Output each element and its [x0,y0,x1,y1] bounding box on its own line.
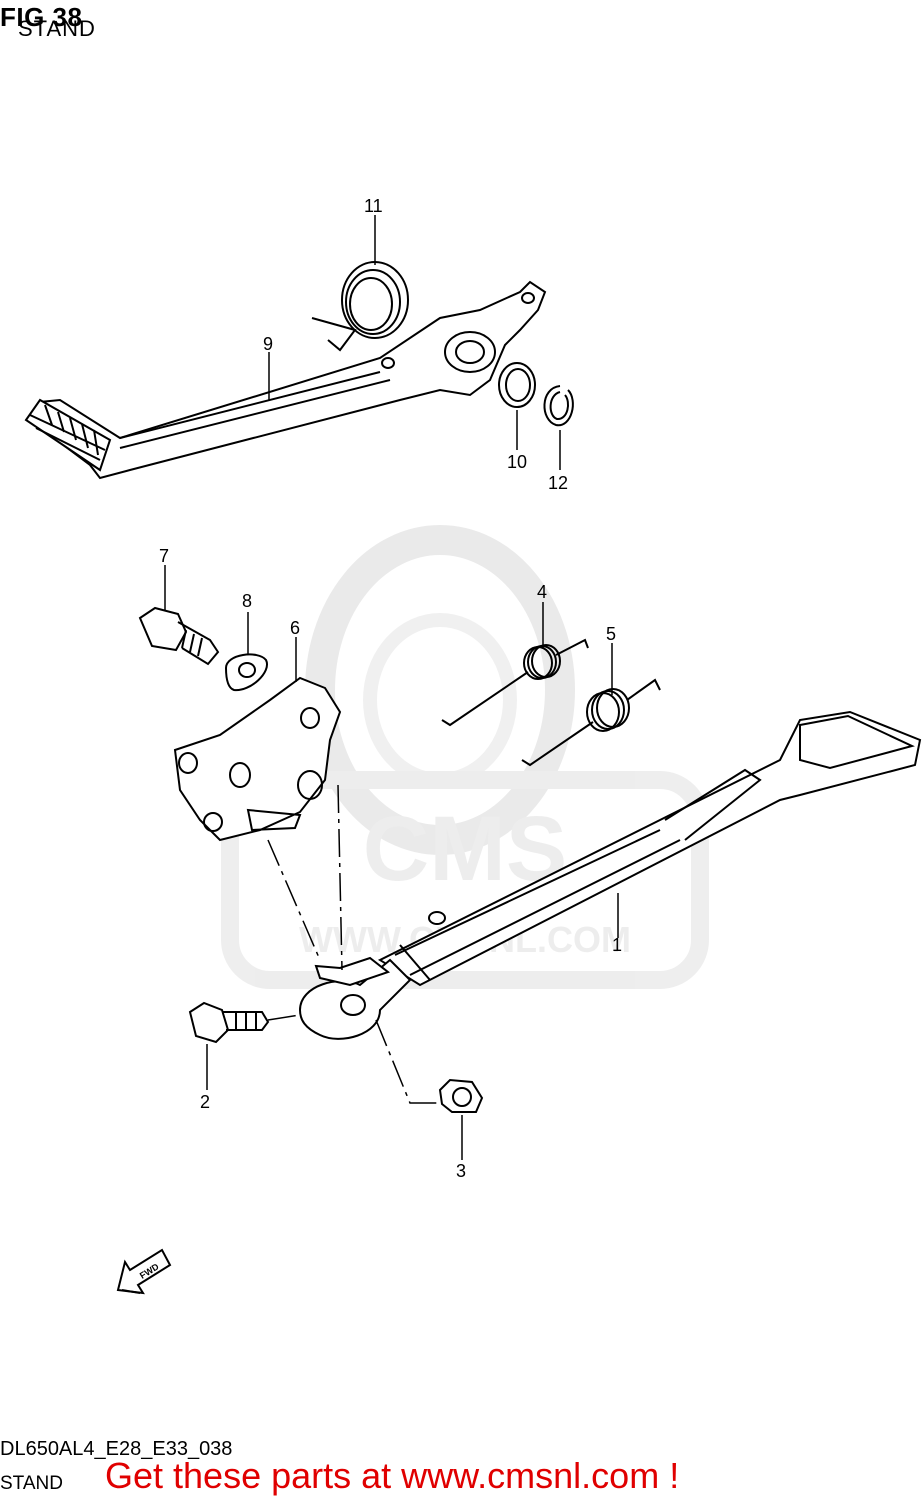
stand-bracket-part [173,676,342,842]
callout-11: 11 [364,196,383,216]
promo-link[interactable]: Get these parts at www.cmsnl.com ! [105,1455,680,1496]
leader-lines [164,215,619,1160]
washer-part [498,362,536,408]
nut-part [438,1078,484,1113]
bolt-part [138,606,220,666]
circlip-part [543,385,574,427]
watermark: CMS WWW.CMSNL.COM [221,525,709,989]
assembly-lines [267,784,440,1104]
stand-spring-inner-part [441,638,589,727]
callout-1: 1 [612,935,622,955]
brake-pedal-part [24,280,547,480]
callout-8: 8 [242,591,252,611]
watermark-helmet-icon [305,525,575,855]
callout-6: 6 [290,618,300,638]
footer-label: STAND [0,1473,63,1494]
callout-5: 5 [606,624,616,644]
callout-12: 12 [548,473,568,493]
side-stand-part [298,710,922,1040]
figure-title: FIG 38 [0,2,83,32]
callout-4: 4 [537,582,547,602]
callout-labels: 1 2 3 4 5 6 7 8 9 10 11 12 [159,196,622,1181]
callout-9: 9 [263,334,273,354]
forward-arrow-icon: FWD [116,1248,172,1295]
callout-7: 7 [159,546,169,566]
diagram-code: DL650AL4_E28_E33_038 [0,1438,233,1460]
callout-3: 3 [456,1161,466,1181]
callout-10: 10 [507,452,527,472]
return-spring-part [311,261,409,352]
pivot-bolt-part [188,1001,270,1044]
stand-spring-outer-part [521,678,661,767]
figure-subtitle: STAND [18,16,96,41]
bracket-washer-part [224,653,268,692]
callout-2: 2 [200,1092,210,1112]
